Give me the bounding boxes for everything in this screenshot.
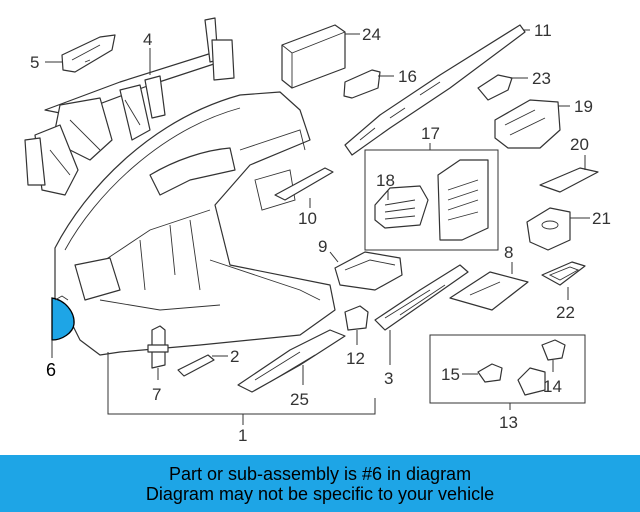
part-21[interactable] bbox=[526, 207, 571, 251]
banner-line-1: Part or sub-assembly is #6 in diagram bbox=[168, 463, 472, 484]
part-11[interactable] bbox=[344, 24, 526, 156]
callout-14: 14 bbox=[543, 377, 562, 396]
banner-line-2: Diagram may not be specific to your vehi… bbox=[145, 483, 495, 504]
part-8[interactable] bbox=[449, 271, 529, 311]
callout-15: 15 bbox=[441, 365, 460, 384]
part-20[interactable] bbox=[539, 167, 599, 193]
callout-7: 7 bbox=[152, 385, 161, 404]
part-3[interactable] bbox=[374, 264, 469, 331]
callout-19: 19 bbox=[574, 97, 593, 116]
parts-diagram: 5 4 6 24 1 bbox=[24, 17, 611, 445]
callout-13: 13 bbox=[499, 413, 518, 432]
part-25[interactable] bbox=[237, 329, 346, 393]
info-banner: Part or sub-assembly is #6 in diagram Di… bbox=[0, 455, 640, 512]
part-2[interactable] bbox=[177, 354, 215, 377]
part-18-vent-right[interactable] bbox=[437, 159, 489, 241]
part-23[interactable] bbox=[477, 74, 513, 101]
callout-18: 18 bbox=[376, 171, 395, 190]
callout-5: 5 bbox=[30, 53, 39, 72]
callout-24: 24 bbox=[362, 25, 381, 44]
callout-9: 9 bbox=[318, 237, 327, 256]
callout-11: 11 bbox=[534, 21, 552, 40]
part-18-vent-left[interactable] bbox=[374, 185, 429, 229]
callout-25: 25 bbox=[290, 390, 309, 409]
callout-23: 23 bbox=[532, 69, 551, 88]
part-14[interactable] bbox=[517, 339, 566, 396]
group-13-box bbox=[429, 334, 586, 404]
callout-17: 17 bbox=[421, 124, 440, 143]
callout-1: 1 bbox=[238, 426, 247, 445]
callout-2: 2 bbox=[230, 347, 239, 366]
part-7[interactable] bbox=[147, 325, 169, 369]
part-12[interactable] bbox=[344, 305, 369, 331]
part-24[interactable] bbox=[281, 24, 346, 89]
group-17-box bbox=[364, 149, 499, 251]
part-6[interactable] bbox=[51, 295, 75, 341]
callout-20: 20 bbox=[570, 135, 589, 154]
assembly-1-bracket bbox=[107, 352, 376, 425]
callout-3: 3 bbox=[384, 369, 393, 388]
part-10[interactable] bbox=[274, 167, 334, 201]
part-19[interactable] bbox=[494, 99, 561, 149]
part-4[interactable] bbox=[24, 17, 235, 196]
part-5[interactable] bbox=[61, 34, 116, 73]
part-15[interactable] bbox=[477, 363, 503, 383]
part-9[interactable] bbox=[334, 251, 403, 291]
instrument-panel bbox=[54, 91, 336, 356]
callout-12: 12 bbox=[346, 349, 365, 368]
callout-22: 22 bbox=[556, 303, 575, 322]
callout-16: 16 bbox=[398, 67, 417, 86]
callout-4: 4 bbox=[143, 30, 152, 49]
callout-8: 8 bbox=[504, 243, 513, 262]
part-16[interactable] bbox=[343, 69, 381, 99]
callout-21: 21 bbox=[592, 209, 611, 228]
callout-6: 6 bbox=[46, 360, 56, 380]
callout-10: 10 bbox=[298, 209, 317, 228]
part-22[interactable] bbox=[541, 261, 586, 286]
